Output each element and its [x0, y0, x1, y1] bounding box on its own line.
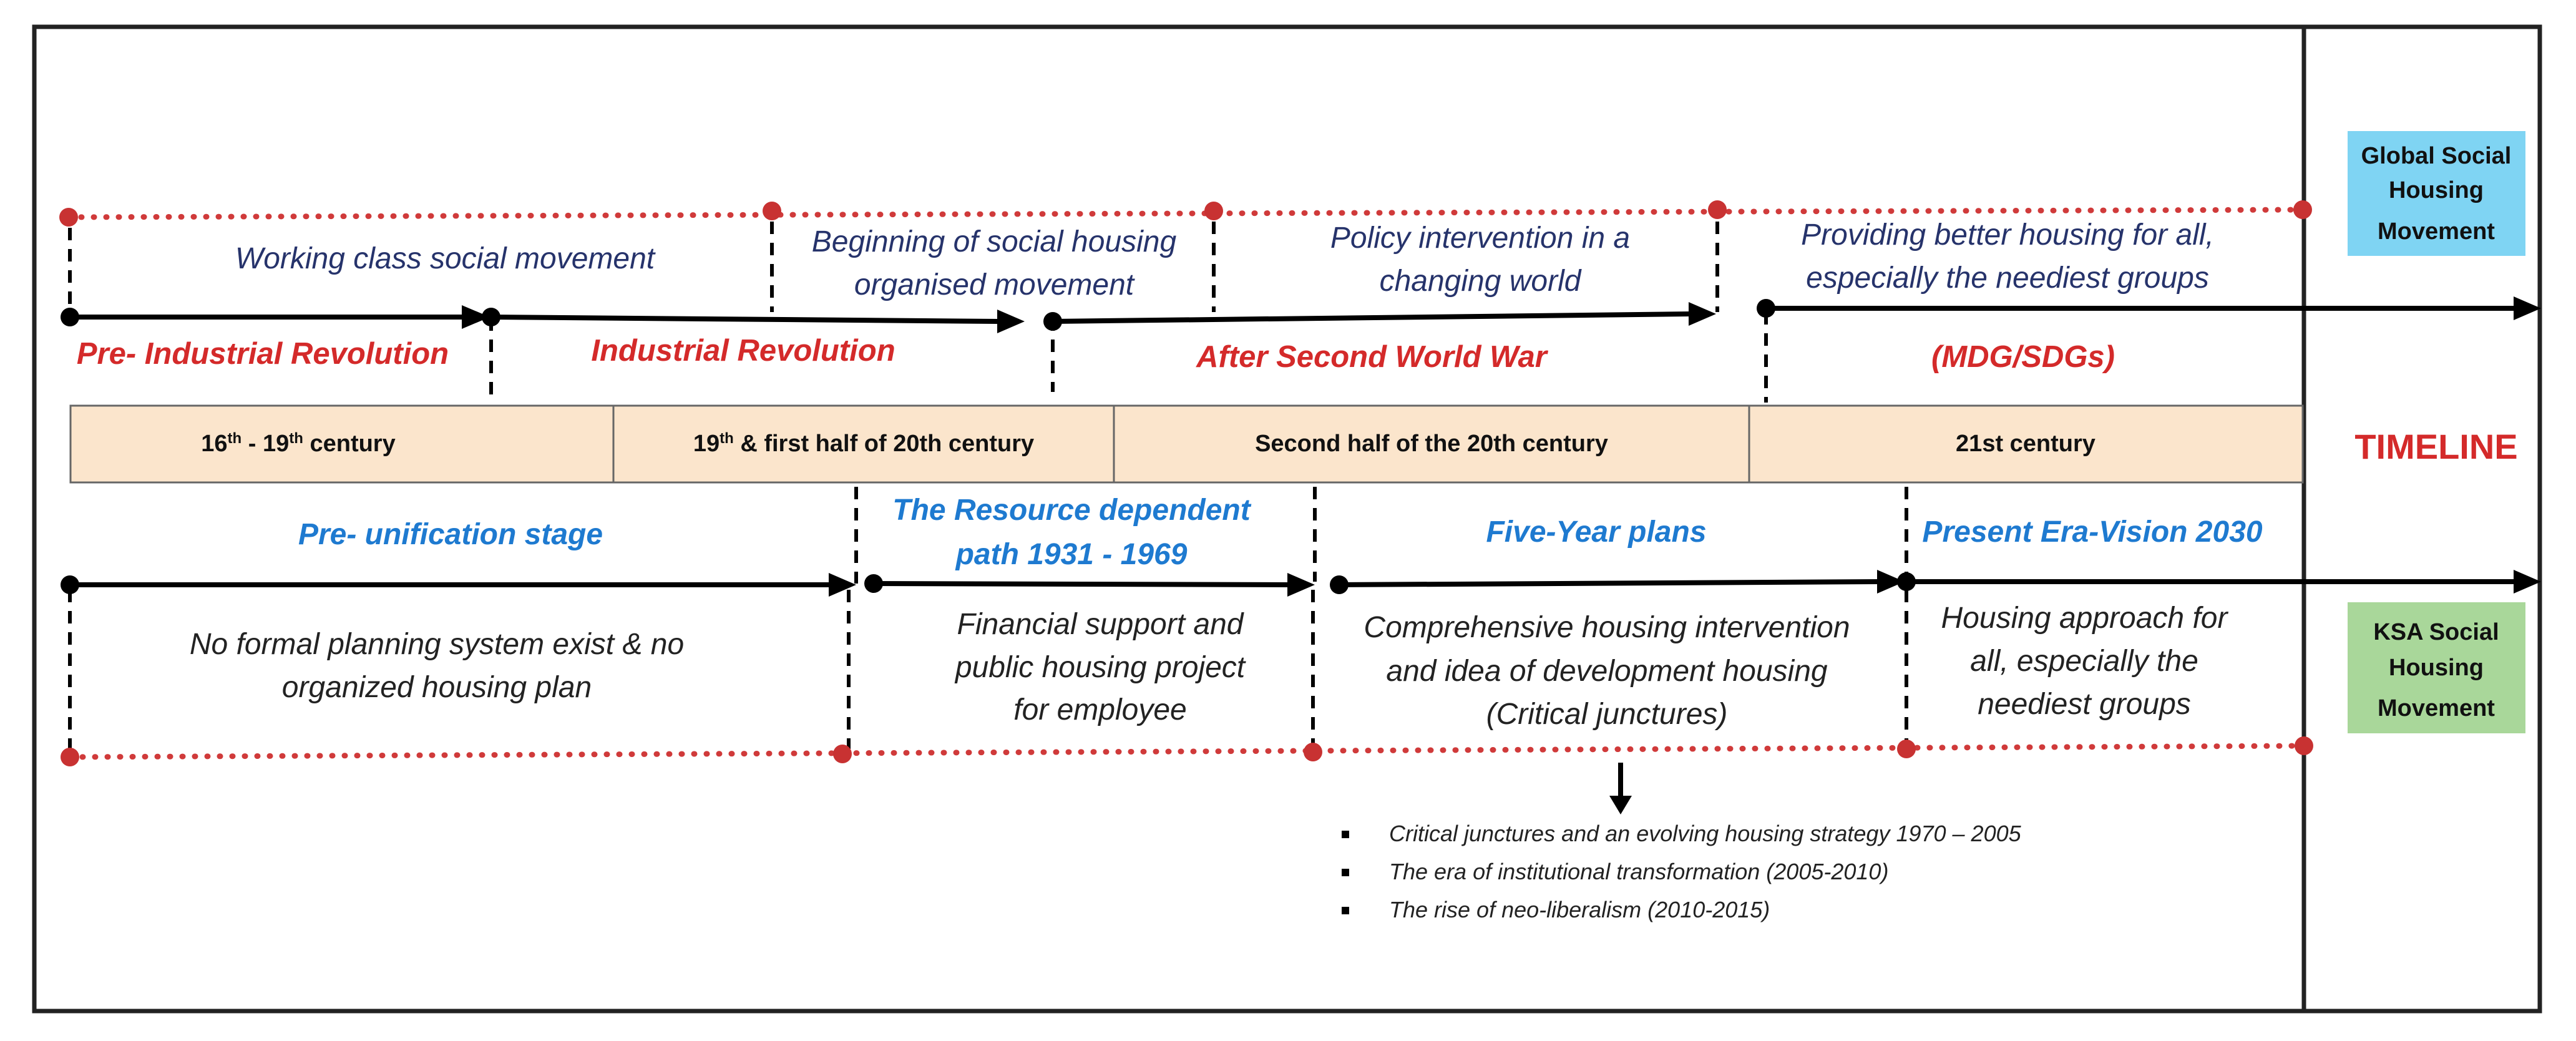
global-dot	[1708, 200, 1727, 219]
century-label-sup: th	[228, 430, 242, 447]
global-era-label: After Second World War	[1196, 340, 1549, 374]
global-movement-label: Beginning of social housing	[812, 225, 1177, 258]
ksa-description: and idea of development housing	[1386, 655, 1828, 688]
global-arrow	[1043, 302, 1716, 331]
legend-global-line-2: Housing	[2389, 177, 2484, 203]
century-label-rest: & first half of 20th century	[734, 431, 1034, 457]
century-label: Second half of the 20th century	[1255, 431, 1608, 457]
global-era-label: Industrial Revolution	[591, 334, 895, 368]
global-dotted-line	[66, 207, 2306, 220]
global-arrow	[61, 305, 490, 329]
bullet-icon	[1342, 869, 1349, 876]
global-arrow	[1757, 296, 2541, 320]
ksa-description: Comprehensive housing intervention	[1364, 611, 1850, 644]
century-label-19th: 19	[693, 431, 720, 457]
ksa-description: organized housing plan	[282, 671, 592, 704]
ksa-arrow	[1330, 570, 1905, 594]
ksa-description: neediest groups	[1978, 688, 2191, 721]
timeline-label: TIMELINE	[2354, 427, 2517, 466]
ksa-dot	[1304, 743, 1322, 761]
ksa-dot	[2295, 736, 2313, 755]
ksa-description: Financial support and	[957, 608, 1244, 641]
ksa-description: all, especially the	[1970, 645, 2198, 678]
ksa-description: Housing approach for	[1941, 602, 2229, 635]
global-movement-label: changing world	[1380, 265, 1582, 298]
legend-ksa-line-2: Housing	[2389, 655, 2484, 681]
ksa-description: No formal planning system exist & no	[190, 628, 684, 661]
century-cell	[69, 404, 615, 484]
global-era-label: (MDG/SDGs)	[1931, 340, 2115, 374]
legend-ksa-line-3: Movement	[2378, 695, 2495, 721]
sub-period-item: Critical junctures and an evolving housi…	[1389, 821, 2022, 846]
ksa-stage-label: Present Era-Vision 2030	[1922, 516, 2262, 549]
global-dot	[59, 208, 78, 227]
bullet-icon	[1342, 831, 1349, 838]
century-cell	[1113, 404, 1750, 484]
bullet-icon	[1342, 907, 1349, 914]
legend-ksa-swatch	[2348, 602, 2525, 733]
century-label: 16th - 19th century	[201, 430, 395, 457]
century-label-rest: - 19	[242, 431, 289, 457]
legend-global-line-3: Movement	[2378, 218, 2495, 245]
sub-period-item: The rise of neo-liberalism (2010-2015)	[1389, 897, 1770, 922]
century-label: 19th & first half of 20th century	[693, 430, 1034, 457]
ksa-dot	[833, 745, 852, 763]
ksa-stage-label: Pre- unification stage	[298, 518, 603, 551]
global-dot	[763, 202, 781, 220]
century-label-rest: century	[303, 431, 396, 457]
century-cell	[1748, 404, 2304, 484]
legend-ksa-box: KSA Social Housing Movement	[2348, 602, 2525, 733]
ksa-dot	[1897, 740, 1916, 758]
century-bar: 16th - 19th century 19th & first half of…	[69, 404, 2304, 484]
global-dot	[2293, 200, 2312, 219]
legend-global-swatch	[2348, 131, 2525, 256]
global-movement-label: Policy intervention in a	[1330, 222, 1630, 255]
century-label-sup: th	[720, 430, 734, 447]
ksa-description: for employee	[1013, 693, 1186, 726]
ksa-stage-label: The Resource dependent	[892, 494, 1251, 527]
century-label-sup: th	[289, 430, 303, 447]
legend-global-line-1: Global Social	[2361, 143, 2512, 169]
down-arrow-icon	[1609, 763, 1632, 814]
legend-ksa-line-1: KSA Social	[2373, 619, 2499, 645]
global-dot	[1204, 202, 1223, 220]
ksa-dot	[61, 748, 79, 766]
outer-frame	[32, 24, 2542, 1014]
ksa-stage-label: path 1931 - 1969	[955, 538, 1188, 571]
ksa-description: public housing project	[954, 651, 1246, 684]
ksa-arrow	[1897, 570, 2541, 594]
sub-period-list: Critical junctures and an evolving housi…	[1342, 821, 2022, 922]
century-label: 21st century	[1956, 431, 2095, 457]
global-movement-label: Working class social movement	[235, 242, 656, 275]
legend-global-box: Global Social Housing Movement	[2348, 131, 2525, 256]
global-movement-label: Providing better housing for all,	[1801, 218, 2214, 252]
global-movement-label: organised movement	[854, 268, 1135, 301]
sub-period-item: The era of institutional transformation …	[1389, 859, 1888, 884]
ksa-arrow	[61, 573, 856, 597]
ksa-stage-label: Five-Year plans	[1486, 516, 1706, 549]
global-arrow	[482, 308, 1025, 333]
century-label-16th: 16	[201, 431, 227, 457]
global-era-label: Pre- Industrial Revolution	[77, 337, 449, 371]
ksa-arrow	[864, 573, 1315, 597]
ksa-dotted-line	[67, 743, 2307, 760]
global-movement-label: especially the neediest groups	[1806, 261, 2209, 295]
ksa-description: (Critical junctures)	[1486, 698, 1728, 731]
